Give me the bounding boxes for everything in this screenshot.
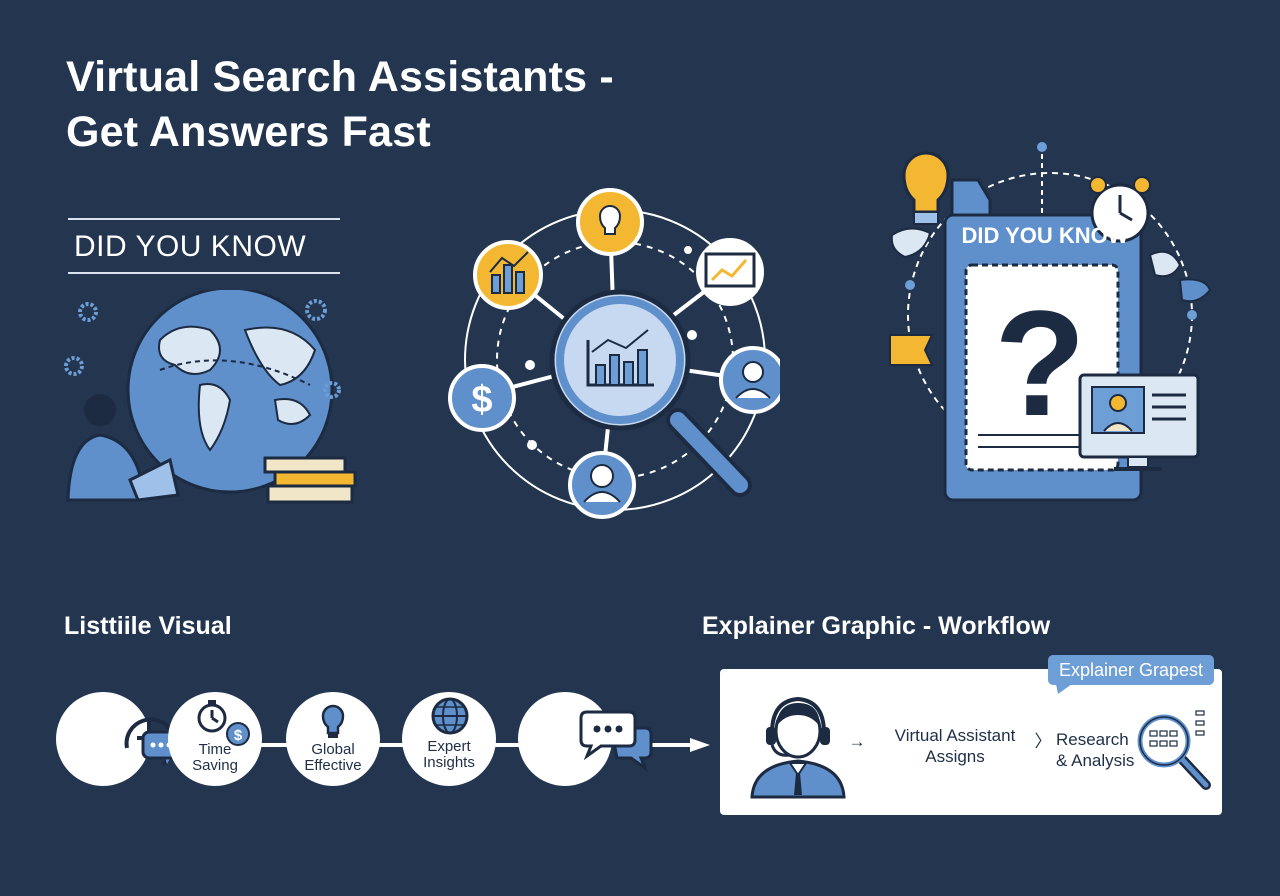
listicle-title: Listtiile Visual: [64, 612, 232, 640]
listicle-label-1: Global: [311, 741, 355, 758]
alarm-clock-icon: [1089, 176, 1151, 243]
listicle-item-chat: [518, 692, 653, 786]
stopwatch-dollar-icon: $: [197, 700, 250, 746]
workflow-card: → Virtual Assistant Assigns 〉 Research &…: [720, 669, 1222, 815]
search-hub-diagram: $: [448, 188, 780, 519]
workflow-title: Explainer Graphic - Workflow: [702, 612, 1051, 640]
step-line-1: Virtual Assistant: [894, 726, 1016, 745]
listicle-label-2: Effective: [304, 757, 362, 774]
listicle-item-time-saving: $ Time Saving: [168, 692, 262, 786]
listicle-label-1: Expert: [427, 738, 471, 755]
bar-chart-icon: [489, 251, 529, 273]
title-line-2: Get Answers Fast: [66, 108, 431, 156]
dollar-icon: $: [471, 379, 492, 421]
explainer-badge: Explainer Grapest: [1048, 655, 1214, 685]
listicle-item-clock-chat: [56, 692, 181, 786]
person-icon: [590, 464, 614, 488]
workflow-arrow-icon: →: [848, 732, 866, 751]
arrow-head-icon: [690, 738, 710, 752]
lightbulb-icon: [902, 151, 950, 225]
listicle-label-1: Time: [198, 741, 232, 758]
workflow-step-assistant: Virtual Assistant Assigns: [880, 725, 1030, 767]
chat-bubbles-icon: [579, 710, 653, 773]
gear-icon: [64, 356, 84, 376]
dollar-node: $: [448, 364, 516, 432]
globe-icon: [431, 697, 469, 735]
did-you-know-card: ?: [889, 142, 1212, 502]
listicle-label-2: Saving: [192, 757, 238, 774]
person-node-right: [719, 346, 780, 414]
listicle-item-global-effective: Global Effective: [286, 692, 380, 786]
magnifier-data-icon: [1137, 710, 1211, 790]
chart-node: [473, 240, 543, 310]
monitor-person-icon: [1078, 373, 1200, 471]
gear-icon: [305, 299, 327, 321]
workflow-chevron-icon: 〉: [1034, 732, 1052, 751]
title-line-1: Virtual Search Assistants -: [66, 53, 614, 101]
lightbulb-icon: [598, 205, 622, 235]
binder-clip-icon: [950, 178, 992, 217]
books-icon: [263, 456, 357, 504]
question-mark-icon: ?: [994, 279, 1086, 447]
page-title: Virtual Search Assistants - Get Answers …: [66, 50, 614, 160]
person-node-bottom: [568, 451, 636, 519]
listicle-item-expert-insights: Expert Insights: [402, 692, 496, 786]
svg-text:$: $: [234, 727, 243, 744]
globe-illustration: [64, 290, 357, 504]
did-you-know-card-title: DID YOU KNOW: [961, 223, 1129, 248]
step-line-2: Assigns: [925, 747, 985, 766]
flag-icon: [889, 334, 934, 366]
monitor-icon: [704, 252, 756, 288]
step-line-1: Research: [1056, 730, 1129, 749]
lightbulb-node: [576, 188, 644, 256]
step-line-2: & Analysis: [1056, 751, 1135, 770]
magnifier-chart-icon: [549, 289, 752, 497]
gear-icon: [323, 381, 341, 399]
did-you-know-heading: DID YOU KNOW: [68, 218, 340, 274]
person-icon: [742, 361, 764, 383]
gear-icon: [78, 302, 98, 322]
workflow-step-research: Research & Analysis: [1056, 729, 1146, 771]
person-laptop-icon: [66, 394, 180, 502]
lightbulb-icon: [321, 704, 345, 738]
monitor-chart-node: [696, 238, 764, 306]
agent-headset-icon: [750, 696, 846, 799]
badge-tail-icon: [1056, 684, 1072, 694]
listicle-label-2: Insights: [423, 754, 475, 771]
